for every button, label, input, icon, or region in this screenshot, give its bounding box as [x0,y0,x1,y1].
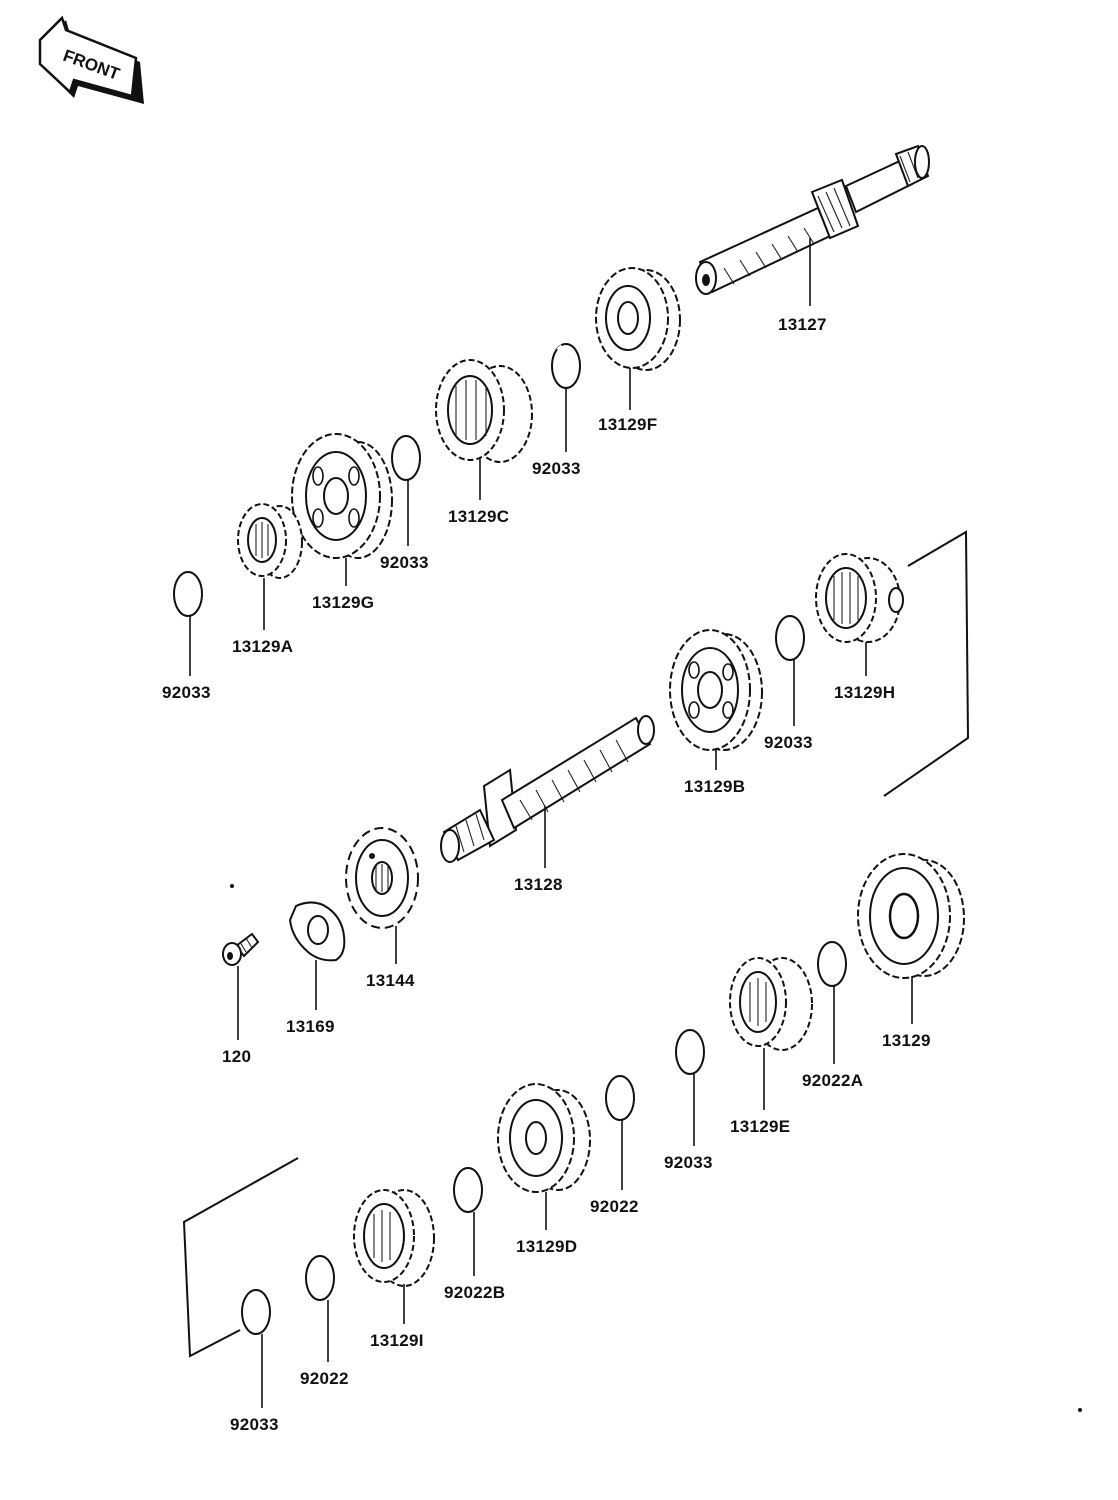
bolt-120 [222,932,260,966]
circlip-92033-f [241,1289,271,1335]
gear-13129C [435,359,533,463]
output-shaft-13128 [440,715,655,863]
gear-13129H [815,553,904,643]
label-13129E: 13129E [730,1117,790,1136]
bracket-left [182,1157,299,1358]
circlip-92033-e [675,1029,705,1075]
circlip-92033-a [551,343,581,389]
gear-13129A [237,503,303,579]
label-13129F: 13129F [598,415,657,434]
circlip-92033-d [775,615,805,661]
label-13129B: 13129B [684,777,745,796]
gear-13129 [857,853,965,979]
washer-92022B [453,1167,483,1213]
label-13129I: 13129I [370,1331,424,1350]
label-92022A: 92022A [802,1071,863,1090]
label-13129: 13129 [882,1031,931,1050]
circlip-92033-b [391,435,421,481]
circlip-92033-c [173,571,203,617]
label-13127: 13127 [778,315,827,334]
label-13129C: 13129C [448,507,509,526]
washer-92022-a [605,1075,635,1121]
front-arrow-badge: FRONT [38,15,144,104]
label-13169: 13169 [286,1017,335,1036]
label-13129G: 13129G [312,593,374,612]
gear-13129G [291,433,393,559]
label-120: 120 [222,1047,251,1066]
label-13129A: 13129A [232,637,293,656]
washer-92022A [817,941,847,987]
label-92033-f: 92033 [230,1415,279,1434]
label-92022-a: 92022 [590,1197,639,1216]
input-shaft-13127 [695,144,930,295]
bracket-right [883,530,970,797]
label-13144: 13144 [366,971,415,990]
label-92033-d: 92033 [764,733,813,752]
label-92033-a: 92033 [532,459,581,478]
label-92022-b: 92022 [300,1369,349,1388]
gear-13129F [595,267,681,371]
label-13129H: 13129H [834,683,895,702]
label-92033-b: 92033 [380,553,429,572]
lock-washer-13169 [288,901,346,962]
label-13128: 13128 [514,875,563,894]
label-92033-c: 92033 [162,683,211,702]
washer-92022-b [305,1255,335,1301]
label-13129D: 13129D [516,1237,577,1256]
gear-13129E [729,957,813,1051]
gear-13129I [353,1189,435,1287]
label-92022B: 92022B [444,1283,505,1302]
label-92033-e: 92033 [664,1153,713,1172]
sprocket-13144 [345,827,419,929]
gear-13129D [497,1083,591,1193]
gear-13129B [669,629,763,751]
